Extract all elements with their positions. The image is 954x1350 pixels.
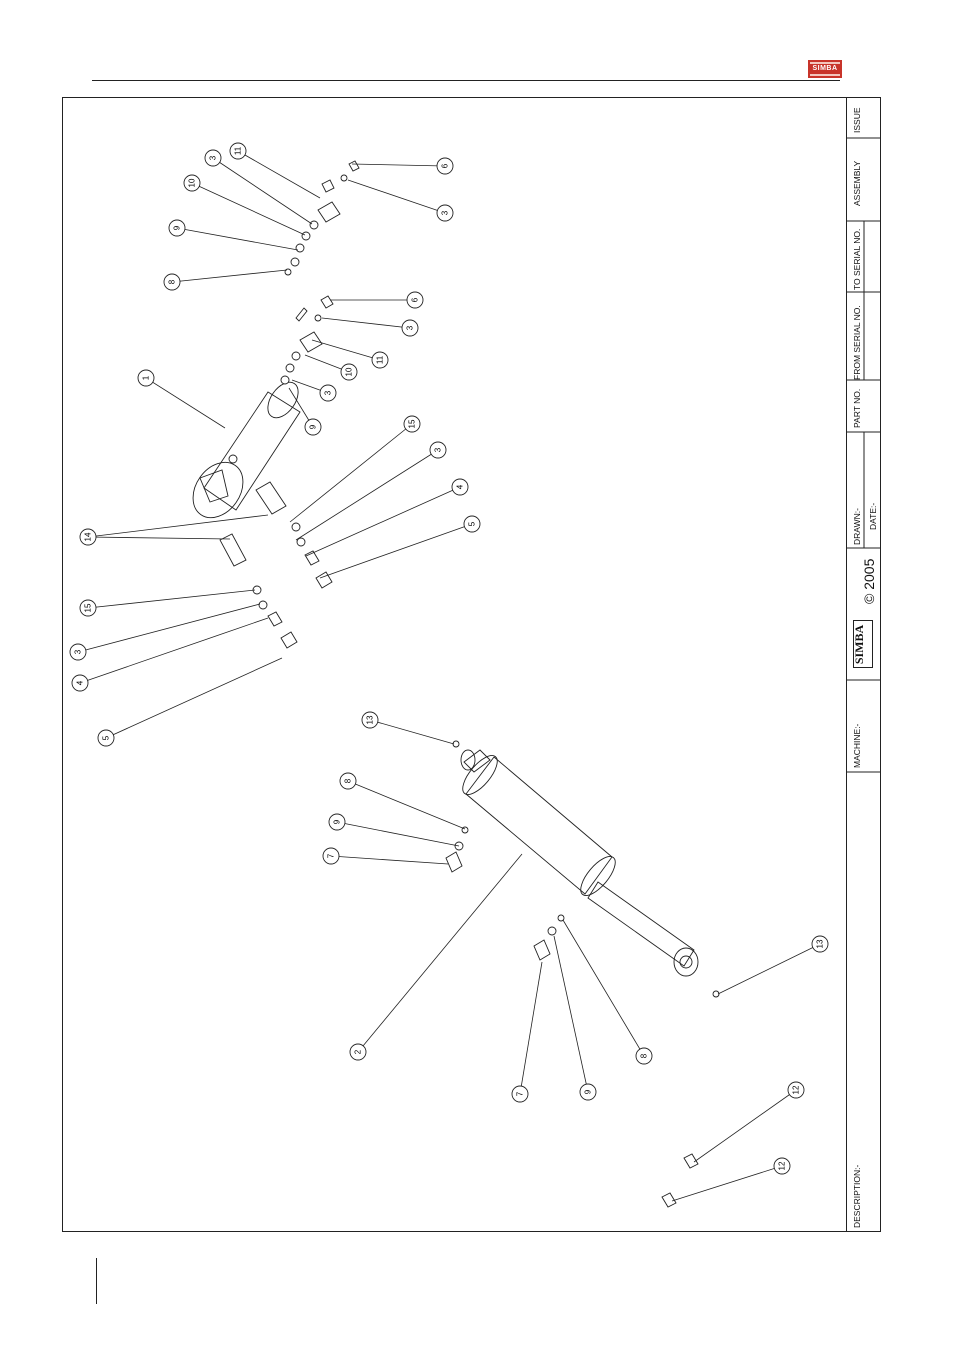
callout-label: 9	[173, 225, 182, 230]
callout-label: 8	[640, 1053, 649, 1058]
callout-label: 4	[456, 484, 465, 489]
callout-3: 3	[70, 644, 86, 660]
callout-5: 5	[98, 730, 114, 746]
callout-4: 4	[72, 675, 88, 691]
callout-label: 11	[234, 146, 243, 155]
callout-label: 9	[333, 819, 342, 824]
page-margin-mark	[96, 1258, 97, 1304]
callout-8: 8	[636, 1048, 652, 1064]
callout-3: 3	[437, 205, 453, 221]
callout-label: 15	[84, 603, 93, 612]
callout-5: 5	[464, 516, 480, 532]
callout-9: 9	[329, 814, 345, 830]
callout-label: 15	[408, 419, 417, 428]
callout-2: 2	[350, 1044, 366, 1060]
callout-label: 5	[102, 735, 111, 740]
callout-label: 7	[327, 853, 336, 858]
callout-10: 10	[184, 175, 200, 191]
callout-12: 12	[774, 1158, 790, 1174]
callout-8: 8	[164, 274, 180, 290]
callout-13: 13	[812, 936, 828, 952]
callout-balloons: 1233333344556677888999910101111121213131…	[70, 143, 828, 1174]
callout-6: 6	[407, 292, 423, 308]
callout-15: 15	[404, 416, 420, 432]
tb-to-serial: TO SERIAL NO.	[852, 229, 862, 290]
callout-9: 9	[305, 419, 321, 435]
callout-11: 11	[230, 143, 246, 159]
tb-date: DATE:-	[868, 503, 878, 530]
callout-label: 3	[209, 155, 218, 160]
callout-label: 12	[792, 1085, 801, 1094]
callout-label: 3	[324, 390, 333, 395]
callout-label: 9	[309, 424, 318, 429]
callout-label: 9	[584, 1089, 593, 1094]
leader-lines	[78, 151, 820, 1201]
callout-9: 9	[169, 220, 185, 236]
callout-label: 5	[468, 521, 477, 526]
callout-3: 3	[320, 385, 336, 401]
callout-11: 11	[372, 352, 388, 368]
tb-from-serial: FROM SERIAL NO.	[852, 305, 862, 380]
tb-drawn: DRAWN:-	[852, 508, 862, 545]
callout-1: 1	[138, 370, 154, 386]
tb-issue: ISSUE	[852, 107, 862, 133]
callout-label: 7	[516, 1091, 525, 1096]
callout-label: 14	[84, 532, 93, 541]
callout-label: 12	[778, 1161, 787, 1170]
tb-part-no: PART NO.	[852, 389, 862, 428]
callout-label: 6	[441, 163, 450, 168]
callout-14: 14	[80, 529, 96, 545]
tb-copyright: © 2005	[861, 559, 877, 604]
callout-6: 6	[437, 158, 453, 174]
callout-13: 13	[362, 712, 378, 728]
callout-3: 3	[430, 442, 446, 458]
tb-brand: SIMBA	[852, 625, 867, 664]
callout-label: 13	[816, 939, 825, 948]
callout-label: 1	[142, 375, 151, 380]
tb-description: DESCRIPTION:-	[852, 1165, 862, 1228]
callout-9: 9	[580, 1084, 596, 1100]
upper-fittings	[220, 161, 359, 648]
callout-12: 12	[788, 1082, 804, 1098]
tb-brand-box: SIMBA	[853, 620, 873, 668]
callout-label: 10	[188, 178, 197, 187]
callout-3: 3	[402, 320, 418, 336]
callout-label: 11	[376, 355, 385, 364]
callout-label: 8	[168, 279, 177, 284]
callout-3: 3	[205, 150, 221, 166]
ram-part-2	[446, 741, 719, 1207]
callout-8: 8	[340, 773, 356, 789]
tb-assembly: ASSEMBLY	[852, 161, 862, 206]
callout-label: 6	[411, 297, 420, 302]
callout-label: 10	[345, 367, 354, 376]
callout-label: 3	[406, 325, 415, 330]
callout-label: 13	[366, 715, 375, 724]
tank-part-1	[183, 377, 305, 527]
callout-label: 3	[441, 210, 450, 215]
callout-10: 10	[341, 364, 357, 380]
callout-15: 15	[80, 600, 96, 616]
callout-label: 2	[354, 1049, 363, 1054]
callout-7: 7	[512, 1086, 528, 1102]
callout-label: 4	[76, 680, 85, 685]
callout-label: 3	[74, 649, 83, 654]
tb-machine: MACHINE:-	[852, 724, 862, 768]
callout-label: 8	[344, 778, 353, 783]
callout-7: 7	[323, 848, 339, 864]
callout-4: 4	[452, 479, 468, 495]
callout-label: 3	[434, 447, 443, 452]
